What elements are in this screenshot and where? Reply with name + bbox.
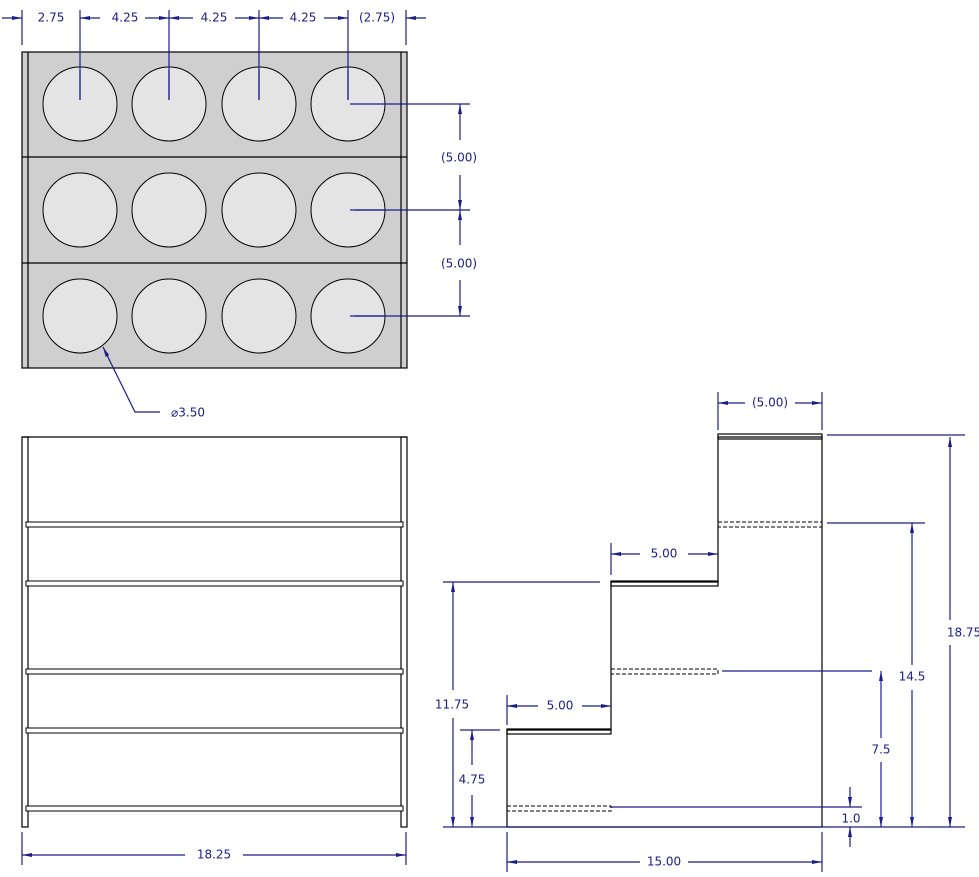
hidden-shelf (717, 521, 823, 528)
shelf (25, 805, 404, 812)
front-view: 18.25 (21, 436, 408, 865)
dim-overall-height: 18.75 (947, 626, 979, 640)
shelf (25, 668, 404, 675)
lower-step-shelf (506, 728, 612, 735)
side-dimensions (443, 392, 965, 872)
dim-edge-to-first-hole: 2.75 (38, 11, 65, 25)
dim-middle-step-depth: 5.00 (651, 547, 678, 561)
dim-low-step-height: 4.75 (459, 773, 486, 787)
cup-hole (221, 172, 297, 248)
dim-width: 18.25 (197, 848, 231, 862)
cup-hole (42, 172, 118, 248)
shelf (25, 727, 404, 734)
shelf (25, 521, 404, 528)
dim-hole-spacing: 4.25 (112, 11, 139, 25)
holes (42, 66, 386, 354)
dim-shelf-height-high: 14.5 (899, 670, 926, 684)
side-view: (5.00) 5.00 5.00 11.75 4.75 7.5 14.5 18.… (435, 392, 979, 872)
right-post (400, 436, 408, 828)
dim-top-step-depth: (5.00) (752, 396, 788, 410)
top-step-shelf (717, 433, 823, 440)
dim-hole-spacing: 4.25 (201, 11, 228, 25)
hole-leader (102, 346, 160, 413)
dim-bottom-shelf-offset: 1.0 (841, 812, 860, 826)
hidden-shelf (610, 668, 719, 675)
dim-ref-last-hole-to-edge: (2.75) (359, 11, 395, 25)
hidden-shelf (506, 805, 612, 812)
top-view: 2.75 4.25 4.25 4.25 (2.75) (5.00) (5.00)… (2, 10, 477, 420)
cup-hole (42, 278, 118, 354)
dim-shelf-height-low: 7.5 (871, 743, 890, 757)
dim-mid-step-height: 11.75 (435, 698, 469, 712)
dim-row-spacing: (5.00) (441, 151, 477, 165)
dim-hole-spacing: 4.25 (290, 11, 317, 25)
hole-diameter-label: ⌀3.50 (171, 406, 205, 420)
dim-lower-step-depth: 5.00 (547, 699, 574, 713)
cup-hole (131, 278, 207, 354)
shelves (25, 521, 404, 812)
left-post (21, 436, 29, 828)
horizontal-dimensions (2, 10, 426, 100)
side-profile (506, 436, 823, 828)
dim-overall-depth: 15.00 (647, 855, 681, 869)
middle-step-shelf (610, 580, 719, 587)
cup-hole (221, 278, 297, 354)
vertical-dimensions (350, 103, 470, 317)
cup-hole (131, 172, 207, 248)
dim-row-spacing: (5.00) (441, 257, 477, 271)
width-dimension (21, 832, 407, 865)
shelf (25, 580, 404, 587)
